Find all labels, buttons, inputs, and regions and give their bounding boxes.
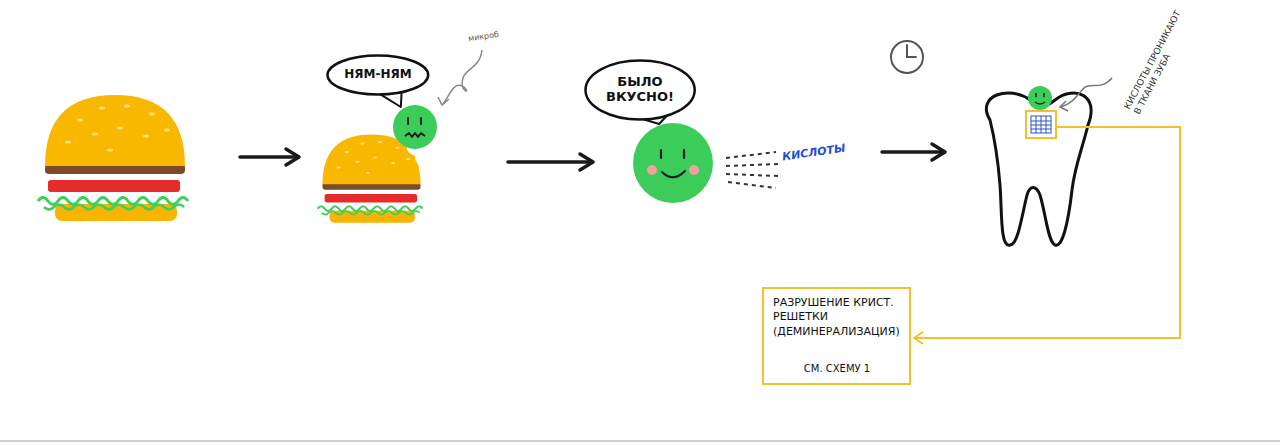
acid-dash	[726, 152, 776, 158]
callout-label: микроб	[467, 30, 499, 44]
leader-head	[1060, 101, 1068, 111]
arrow	[508, 160, 592, 164]
arrow-head	[932, 144, 945, 160]
leader-line	[914, 127, 1180, 338]
node-note: СМ. СХЕМУ 1	[804, 362, 870, 375]
arrow-head	[580, 154, 593, 170]
arrow-head	[286, 149, 299, 165]
speech-bubble: НЯМ-НЯМ	[326, 54, 430, 96]
acid-label: КИСЛОТЫ	[781, 142, 846, 164]
acid-dash	[726, 164, 778, 166]
crystal-lattice	[1031, 116, 1051, 133]
acid-dash	[726, 174, 778, 176]
clock-face	[891, 41, 923, 73]
microbe-body	[393, 105, 437, 149]
microbe-body	[633, 123, 713, 203]
acid-dash	[728, 182, 776, 188]
leader-head	[438, 97, 449, 105]
speech-bubble: БЫЛО ВКУСНО!	[584, 59, 696, 121]
process-box: РАЗРУШЕНИЕ КРИСТ. РЕШЕТКИ (ДЕМИНЕРАЛИЗАЦ…	[762, 287, 911, 385]
bubble-ellipse	[328, 56, 429, 95]
microbe-eye	[1035, 93, 1037, 97]
microbe-smile	[662, 171, 685, 177]
burger	[38, 95, 188, 221]
bubble-ellipse	[585, 61, 694, 120]
microbe-body	[1028, 86, 1052, 110]
microbe-cheek	[647, 165, 657, 175]
microbe-eye	[1043, 93, 1045, 97]
node-text: БЫЛО ВКУСНО!	[603, 75, 677, 105]
acid-trail	[726, 152, 778, 188]
bottom-rule	[0, 440, 1280, 442]
microbe-smile	[1035, 102, 1045, 104]
annotation-label: КИСЛОТЫ ПРОНИКАЮТ В ТКАНИ ЗУБА	[1122, 7, 1194, 116]
microbe-eye	[660, 150, 662, 158]
microbe-eye	[407, 118, 409, 124]
tooth	[986, 93, 1091, 245]
microbe-eye	[683, 150, 685, 158]
bite	[415, 151, 429, 165]
node-text: РАЗРУШЕНИЕ КРИСТ. РЕШЕТКИ (ДЕМИНЕРАЛИЗАЦ…	[773, 296, 900, 339]
clock-hands	[907, 45, 916, 57]
microbe-tiny	[1028, 86, 1052, 110]
microbe-eye	[420, 118, 422, 124]
leader-line	[443, 50, 482, 104]
lattice-grid	[1031, 116, 1051, 133]
clock-icon	[891, 41, 923, 73]
arrow	[240, 155, 298, 159]
leader-line	[1061, 78, 1112, 107]
zoom-frame	[1026, 111, 1056, 138]
leader-head	[914, 332, 923, 344]
microbe-cheek	[689, 165, 699, 175]
node-text: НЯМ-НЯМ	[344, 68, 411, 82]
microbe-big	[633, 123, 713, 203]
microbe-small	[393, 105, 437, 149]
lattice-cell	[1031, 116, 1051, 133]
microbe-mouth	[405, 133, 425, 137]
arrow	[882, 150, 944, 154]
